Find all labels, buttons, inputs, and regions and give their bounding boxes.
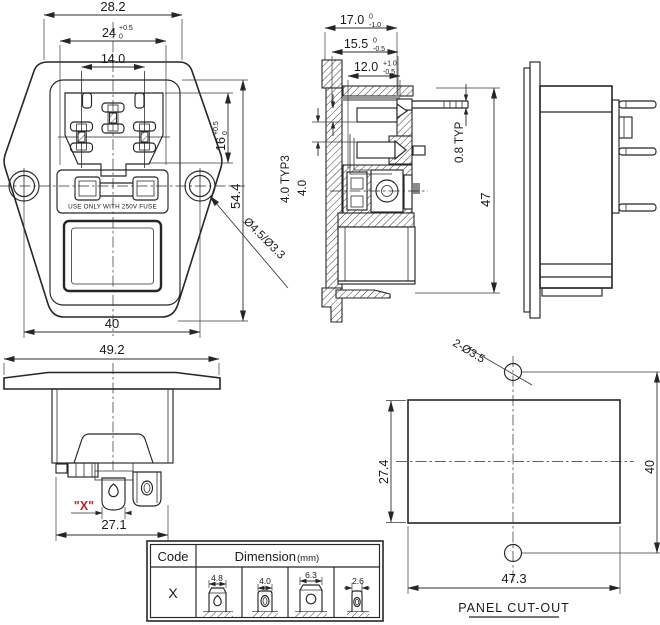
top-view-dimensions: 49.2 27.1: [3, 342, 220, 541]
side-view: [523, 61, 657, 319]
table-code-x: X: [168, 585, 178, 601]
dim-47: 47: [478, 193, 493, 207]
dim-16: 16: [214, 137, 228, 151]
svg-text:0: 0: [119, 34, 123, 41]
table-header-dimension: Dimension: [235, 549, 296, 564]
inlet-slot-left: [81, 92, 93, 109]
svg-text:2.6: 2.6: [352, 576, 364, 586]
front-flange-outline: [3, 61, 223, 318]
front-inner-face: [49, 79, 181, 306]
panel-cutout-view: 2-Ø3.5 27.4 40 47.3 PANEL CUT-OUT: [377, 337, 660, 618]
side-front-plate: [523, 67, 531, 313]
svg-text:4.0: 4.0: [259, 576, 271, 586]
svg-text:-0.5: -0.5: [383, 69, 395, 76]
side-pins: [618, 100, 657, 212]
inlet-opening: [64, 92, 164, 177]
dim-49-2: 49.2: [99, 342, 124, 357]
svg-text:+0.5: +0.5: [119, 25, 133, 32]
side-body: [539, 85, 613, 289]
x-label: "X": [74, 499, 94, 513]
fuse-terminal: [101, 477, 126, 511]
top-flange: [3, 371, 221, 390]
section-gasket: [343, 96, 400, 101]
top-dome: [73, 433, 154, 464]
dim-4: 4.0: [297, 180, 309, 196]
table-header-code: Code: [157, 549, 188, 564]
inlet-slot-right: [134, 92, 145, 109]
top-terminals: [55, 462, 162, 511]
dim-15-5: 15.5: [344, 37, 368, 51]
dim-24: 24: [102, 26, 116, 40]
dim-40-front: 40: [105, 316, 119, 331]
cutout-hole-bottom: [503, 543, 523, 563]
mounting-hole-right: [184, 168, 216, 204]
svg-text:-1.0: -1.0: [369, 22, 381, 29]
terminal-glyph-4-0: 4.0: [252, 576, 278, 617]
side-pin-column: [611, 99, 620, 214]
fuse-warning-note: USE ONLY WITH 250V FUSE: [68, 204, 157, 211]
dim-27-1: 27.1: [101, 517, 126, 532]
terminal-spec-table: Code Dimension (mm) X 4.8 4.0 6: [146, 540, 384, 622]
dim-12: 12.0: [354, 60, 378, 74]
dim-17: 17.0: [340, 13, 364, 27]
dim-0-8-typ: 0.8 TYP: [454, 121, 466, 163]
cutout-hole-top: [503, 362, 523, 382]
terminal-glyph-4-8: 4.8: [203, 573, 233, 617]
mounting-hole-left: [8, 168, 40, 204]
side-terminal-block: [618, 116, 633, 139]
pin-neutral: [132, 121, 157, 153]
fuse-holder: USE ONLY WITH 250V FUSE: [56, 169, 169, 214]
section-pin-exit: [412, 100, 469, 109]
x-callout: "X": [71, 499, 132, 519]
front-view: USE ONLY WITH 250V FUSE 28.2 24 +0.5 0 1…: [0, 0, 289, 338]
svg-text:-0.5: -0.5: [373, 46, 385, 53]
section-dimensions: 17.0 0 -1.0 15.5 0 -0.5 12.0 +1.0 -0.5 4…: [280, 13, 500, 294]
switch-window: [62, 219, 163, 293]
table-header-unit: (mm): [297, 553, 319, 564]
section-pin-lower: [356, 141, 396, 159]
svg-text:4.8: 4.8: [211, 573, 223, 583]
pin-line: [69, 121, 94, 153]
section-nub: [413, 183, 420, 194]
cutout-holes-callout: 2-Ø3.5: [450, 337, 486, 365]
fuse-terminal-hole: [108, 483, 119, 498]
section-top-wall: [342, 85, 414, 97]
hole-diameter-callout: Ø4.5/Ø3.3: [241, 216, 287, 262]
dim-47-3: 47.3: [501, 571, 526, 586]
section-switch-body: [337, 226, 416, 285]
top-body: [51, 388, 174, 464]
dim-54-4: 54.4: [228, 184, 243, 209]
terminal-glyph-2-6: 2.6: [344, 576, 370, 617]
svg-text:+0.5: +0.5: [213, 121, 220, 135]
line-terminal: [132, 471, 162, 507]
section-pin-upper: [356, 107, 398, 123]
dim-27-4: 27.4: [377, 460, 391, 484]
dim-40-cutout: 40: [643, 460, 657, 474]
svg-text:+1.0: +1.0: [383, 61, 397, 68]
svg-text:0: 0: [222, 131, 229, 135]
dim-4-typ3: 4.0 TYP3: [280, 155, 292, 203]
section-view: 17.0 0 -1.0 15.5 0 -0.5 12.0 +1.0 -0.5 4…: [280, 13, 500, 323]
terminal-glyph-6-3: 6.3: [295, 570, 327, 617]
svg-text:0: 0: [369, 14, 373, 21]
panel-cutout-title: PANEL CUT-OUT: [458, 601, 570, 615]
svg-text:6.3: 6.3: [305, 570, 317, 580]
pin-earth: [101, 102, 125, 134]
dim-14: 14.0: [101, 52, 125, 66]
dim-28-2: 28.2: [100, 0, 125, 14]
side-flange-plate: [529, 61, 541, 319]
top-view: "X" 49.2 27.1: [3, 342, 221, 541]
cutout-dimensions: 27.4 40 47.3: [377, 371, 660, 594]
svg-text:0: 0: [373, 38, 377, 45]
